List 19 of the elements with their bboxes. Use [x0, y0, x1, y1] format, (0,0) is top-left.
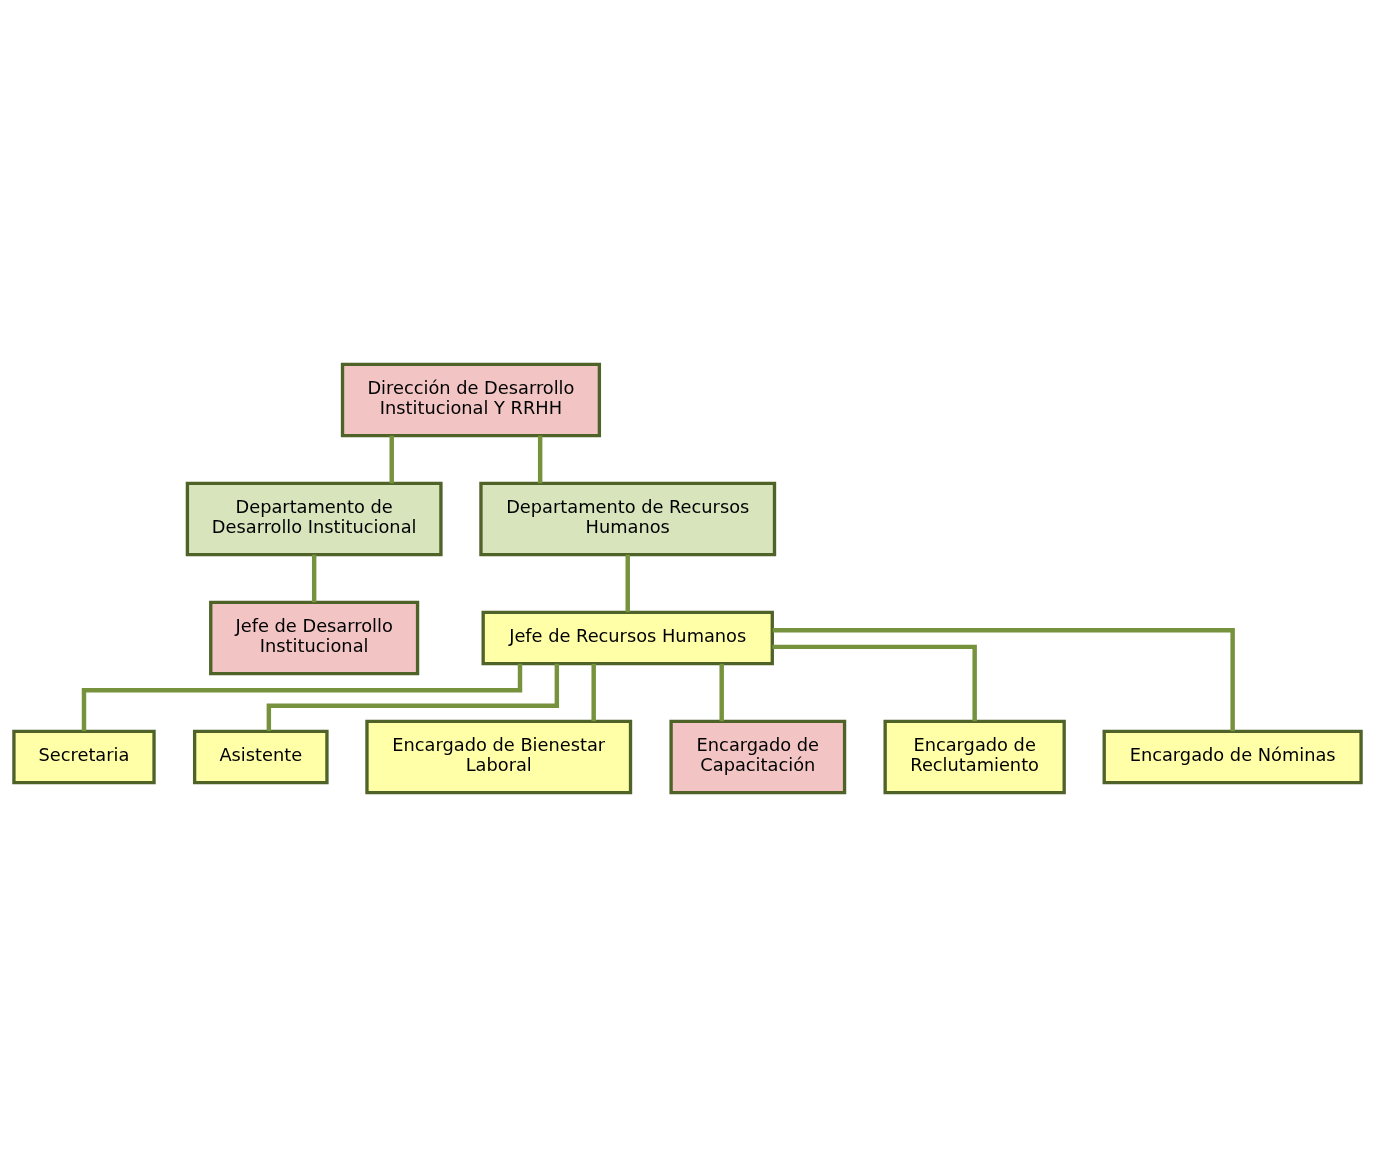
- connector: [625, 554, 630, 613]
- node-box: Encargado de Capacitación: [669, 719, 847, 795]
- connector: [772, 644, 977, 722]
- node-box: Departamento de Recursos Humanos: [479, 481, 777, 557]
- connector: [772, 628, 1235, 732]
- node-box: Departamento de Desarrollo Institucional: [185, 481, 443, 557]
- node-box: Jefe de Recursos Humanos: [481, 610, 774, 666]
- node-box: Encargado de Reclutamiento: [883, 719, 1066, 795]
- connector: [591, 663, 596, 722]
- node-box: Dirección de Desarrollo Institucional Y RRHH: [340, 362, 602, 438]
- connector: [389, 435, 394, 484]
- node-box: Secretaria: [12, 729, 156, 785]
- node-box: Encargado de Nóminas: [1102, 729, 1363, 785]
- node-box: Jefe de Desarrollo Institucional: [209, 600, 420, 676]
- connector: [537, 435, 543, 484]
- node-box: Asistente: [192, 729, 329, 785]
- node-box: Encargado de Bienestar Laboral: [365, 719, 633, 795]
- connector: [719, 663, 724, 722]
- connector: [311, 554, 317, 603]
